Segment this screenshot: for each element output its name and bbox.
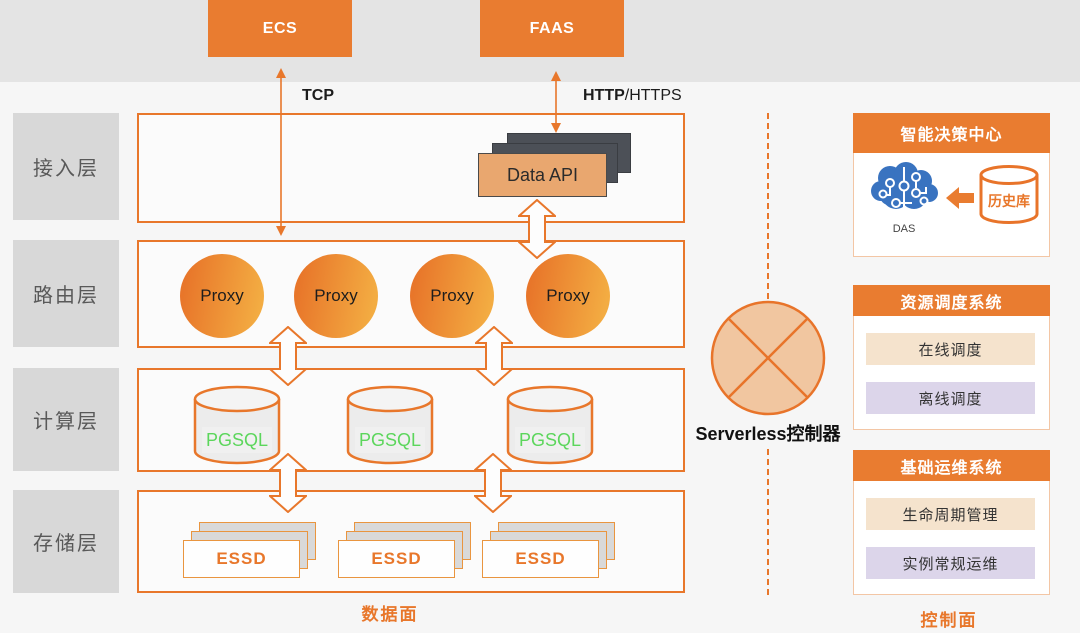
pgsql-node-1: PGSQL (192, 385, 282, 465)
http-label: HTTP/HTTPS (583, 87, 682, 104)
double-arrow-routing-compute-right (475, 326, 513, 386)
card-decision-center: 智能决策中心 (853, 113, 1050, 257)
tcp-arrow (276, 68, 286, 236)
serverless-controller-icon (710, 300, 826, 416)
double-arrow-access-routing (518, 199, 556, 259)
proxy-node-4: Proxy (526, 254, 610, 338)
essd-stack-1: ESSD (183, 522, 318, 578)
plane-divider-top (767, 113, 769, 299)
control-plane-label: 控制面 (920, 611, 978, 630)
das-label: DAS (892, 223, 916, 235)
ecs-label: ECS (262, 19, 298, 37)
pgsql-node-2: PGSQL (345, 385, 435, 465)
card-decision-body: DAS 历史库 (853, 153, 1050, 257)
essd-stack-3: ESSD (482, 522, 617, 578)
card-base-ops-body: 生命周期管理 实例常规运维 (853, 481, 1050, 595)
row-lifecycle-management: 生命周期管理 (866, 498, 1035, 530)
faas-box: FAAS (480, 0, 624, 57)
faas-label: FAAS (529, 19, 575, 37)
card-resource-body: 在线调度 离线调度 (853, 316, 1050, 430)
proxy-node-1: Proxy (180, 254, 264, 338)
essd-card: ESSD (183, 540, 300, 578)
database-cylinder-icon (506, 385, 594, 465)
history-db: 历史库 (978, 165, 1040, 225)
card-resource-header: 资源调度系统 (853, 285, 1050, 316)
das-brain-icon (871, 162, 938, 209)
row-offline-scheduling: 离线调度 (866, 382, 1035, 414)
card-base-ops-header: 基础运维系统 (853, 450, 1050, 481)
essd-stack-2: ESSD (338, 522, 473, 578)
arrow-left-icon (946, 187, 974, 209)
proxy-node-3: Proxy (410, 254, 494, 338)
pgsql-label: PGSQL (355, 427, 425, 453)
history-db-label: 历史库 (988, 193, 1030, 209)
layer-tag-compute: 计算层 (13, 368, 119, 471)
row-routine-ops: 实例常规运维 (866, 547, 1035, 579)
pgsql-node-3: PGSQL (505, 385, 595, 465)
data-api-card: Data API (478, 153, 607, 197)
layer-tag-routing: 路由层 (13, 240, 119, 347)
essd-card: ESSD (338, 540, 455, 578)
http-arrow (551, 71, 561, 133)
tcp-label: TCP (302, 87, 334, 104)
history-db-cylinder-icon (979, 165, 1039, 224)
plane-divider-bottom (767, 449, 769, 595)
double-arrow-routing-compute-left (269, 326, 307, 386)
pgsql-label: PGSQL (515, 427, 585, 453)
card-base-ops: 基础运维系统 生命周期管理 实例常规运维 (853, 450, 1050, 595)
serverless-controller-label: Serverless控制器 (695, 424, 841, 444)
double-arrow-compute-storage-left (269, 453, 307, 513)
layer-tag-storage: 存储层 (13, 490, 119, 593)
essd-card: ESSD (482, 540, 599, 578)
double-arrow-compute-storage-right (474, 453, 512, 513)
card-resource-scheduling: 资源调度系统 在线调度 离线调度 (853, 285, 1050, 430)
database-cylinder-icon (346, 385, 434, 465)
pgsql-label: PGSQL (202, 427, 272, 453)
row-online-scheduling: 在线调度 (866, 333, 1035, 365)
data-plane-label: 数据面 (361, 605, 419, 624)
card-decision-header: 智能决策中心 (853, 113, 1050, 153)
proxy-node-2: Proxy (294, 254, 378, 338)
ecs-box: ECS (208, 0, 352, 57)
layer-tag-access: 接入层 (13, 113, 119, 220)
